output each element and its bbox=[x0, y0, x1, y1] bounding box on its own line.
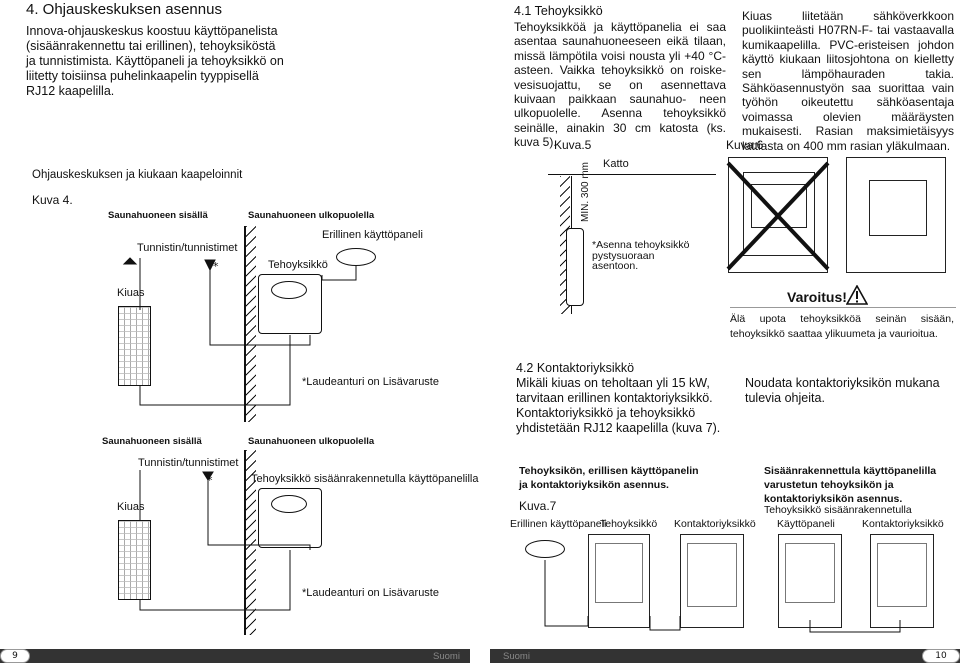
fig7-separate-panel-drawing bbox=[525, 540, 565, 558]
fig7-left-caption: Tehoyksikön, erillisen käyttöpanelin ja … bbox=[519, 465, 699, 492]
section-4-2-text-2: Noudata kontaktoriyksikön mukana tulevia… bbox=[745, 376, 940, 405]
fig7-label-contactor: Kontaktoriyksikkö bbox=[674, 518, 756, 530]
section-title: 4. Ohjauskeskuksen asennus bbox=[26, 1, 222, 18]
kuva6-surface-box bbox=[846, 157, 946, 273]
sensor-label: Tunnistin/tunnistimet bbox=[137, 242, 238, 254]
intro-paragraph: Innova-ohjauskeskus koostuu käyttöpaneli… bbox=[26, 24, 284, 98]
exclamation-triangle-icon bbox=[846, 285, 868, 305]
kuva5-label: Kuva.5 bbox=[554, 138, 592, 152]
warning-text: Älä upota tehoyksikköä seinän sisään, te… bbox=[730, 313, 954, 341]
kuva5-power-unit bbox=[566, 228, 584, 306]
fig7-right-subcaption: Tehoyksikkö sisäänrakennetulla bbox=[764, 504, 912, 516]
right-page-number: 10 bbox=[922, 649, 960, 663]
power-unit-label: Tehoyksikkö bbox=[268, 259, 328, 271]
kuva6-cross bbox=[726, 161, 830, 271]
wall-hatch bbox=[244, 226, 256, 422]
figure-label-kuva4: Kuva 4. bbox=[32, 193, 73, 207]
top-wiring-lines bbox=[122, 257, 357, 406]
bottom-wiring-lines bbox=[139, 470, 311, 611]
fig7-label-power-unit: Tehoyksikkö bbox=[600, 518, 658, 530]
separate-panel-label: Erillinen käyttöpaneli bbox=[322, 229, 423, 241]
sensor-label-2: Tunnistin/tunnistimet bbox=[138, 457, 239, 469]
heater-drawing-2 bbox=[118, 520, 151, 600]
fig7-label-panel: Käyttöpaneli bbox=[777, 518, 835, 530]
outside-sauna-label: Saunahuoneen ulkopuolella bbox=[248, 210, 375, 221]
cabling-heading: Ohjauskeskuksen ja kiukaan kaapeloinnit bbox=[32, 169, 243, 181]
fig7-contactor-drawing bbox=[680, 534, 744, 628]
fig7-right-wiring bbox=[809, 620, 901, 633]
fig7-builtin-unit-drawing bbox=[778, 534, 842, 628]
footnote-label-2: *Laudeanturi on Lisävaruste bbox=[302, 587, 439, 599]
asterisk-mark-2: * bbox=[207, 474, 213, 487]
section-4-1-text: Tehoyksikköä ja käyttöpanelia ei saa ase… bbox=[514, 20, 726, 150]
left-footer-bar bbox=[0, 649, 470, 663]
fig7-label-separate-panel: Erillinen käyttöpaneli bbox=[510, 518, 607, 530]
inside-sauna-label-2: Saunahuoneen sisällä bbox=[102, 436, 202, 447]
footnote-label: *Laudeanturi on Lisävaruste bbox=[302, 376, 439, 388]
section-4-2-title: 4.2 Kontaktoriyksikkö bbox=[516, 361, 635, 375]
left-footer-language: Suomi bbox=[433, 651, 460, 662]
section-4-1-text-2: Kiuas liitetään sähköverkkoon puolikiint… bbox=[742, 9, 954, 153]
right-footer-language: Suomi bbox=[503, 651, 530, 662]
builtin-unit-drawing bbox=[258, 488, 322, 548]
fig7-left-wiring bbox=[544, 560, 681, 631]
builtin-unit-label: Tehoyksikkö sisäänrakennetulla käyttöpan… bbox=[251, 473, 479, 485]
ceiling-line bbox=[548, 174, 716, 175]
warning-title: Varoitus! bbox=[787, 289, 847, 305]
fig7-contactor-drawing-2 bbox=[870, 534, 934, 628]
heater-label-2: Kiuas bbox=[117, 501, 145, 513]
vertical-install-note: *Asenna tehoyksikkö pystysuoraan asentoo… bbox=[592, 239, 690, 272]
power-unit-drawing bbox=[258, 274, 322, 334]
heater-label: Kiuas bbox=[117, 287, 145, 299]
warning-divider bbox=[730, 307, 956, 308]
right-footer-bar bbox=[490, 649, 960, 663]
fig7-right-caption: Sisäänrakennettula käyttöpanelilla varus… bbox=[764, 465, 937, 506]
inside-sauna-label: Saunahuoneen sisällä bbox=[108, 210, 208, 221]
kuva7-label: Kuva.7 bbox=[519, 499, 557, 513]
wall-hatch-2 bbox=[244, 450, 256, 635]
section-4-1-title: 4.1 Tehoyksikkö bbox=[514, 4, 603, 18]
asterisk-mark: * bbox=[213, 260, 219, 273]
fig7-label-contactor-2: Kontaktoriyksikkö bbox=[862, 518, 944, 530]
fig7-power-unit-drawing bbox=[588, 534, 650, 628]
left-page-number: 9 bbox=[0, 649, 30, 663]
ceiling-label: Katto bbox=[603, 158, 629, 170]
kuva6-label: Kuva.6 bbox=[726, 138, 764, 152]
heater-drawing bbox=[118, 306, 151, 386]
outside-sauna-label-2: Saunahuoneen ulkopuolella bbox=[248, 436, 375, 447]
separate-panel-drawing bbox=[336, 248, 376, 266]
min-distance-label: MIN. 300 mm bbox=[580, 161, 591, 222]
section-4-2-text: Mikäli kiuas on teholtaan yli 15 kW, tar… bbox=[516, 376, 721, 435]
